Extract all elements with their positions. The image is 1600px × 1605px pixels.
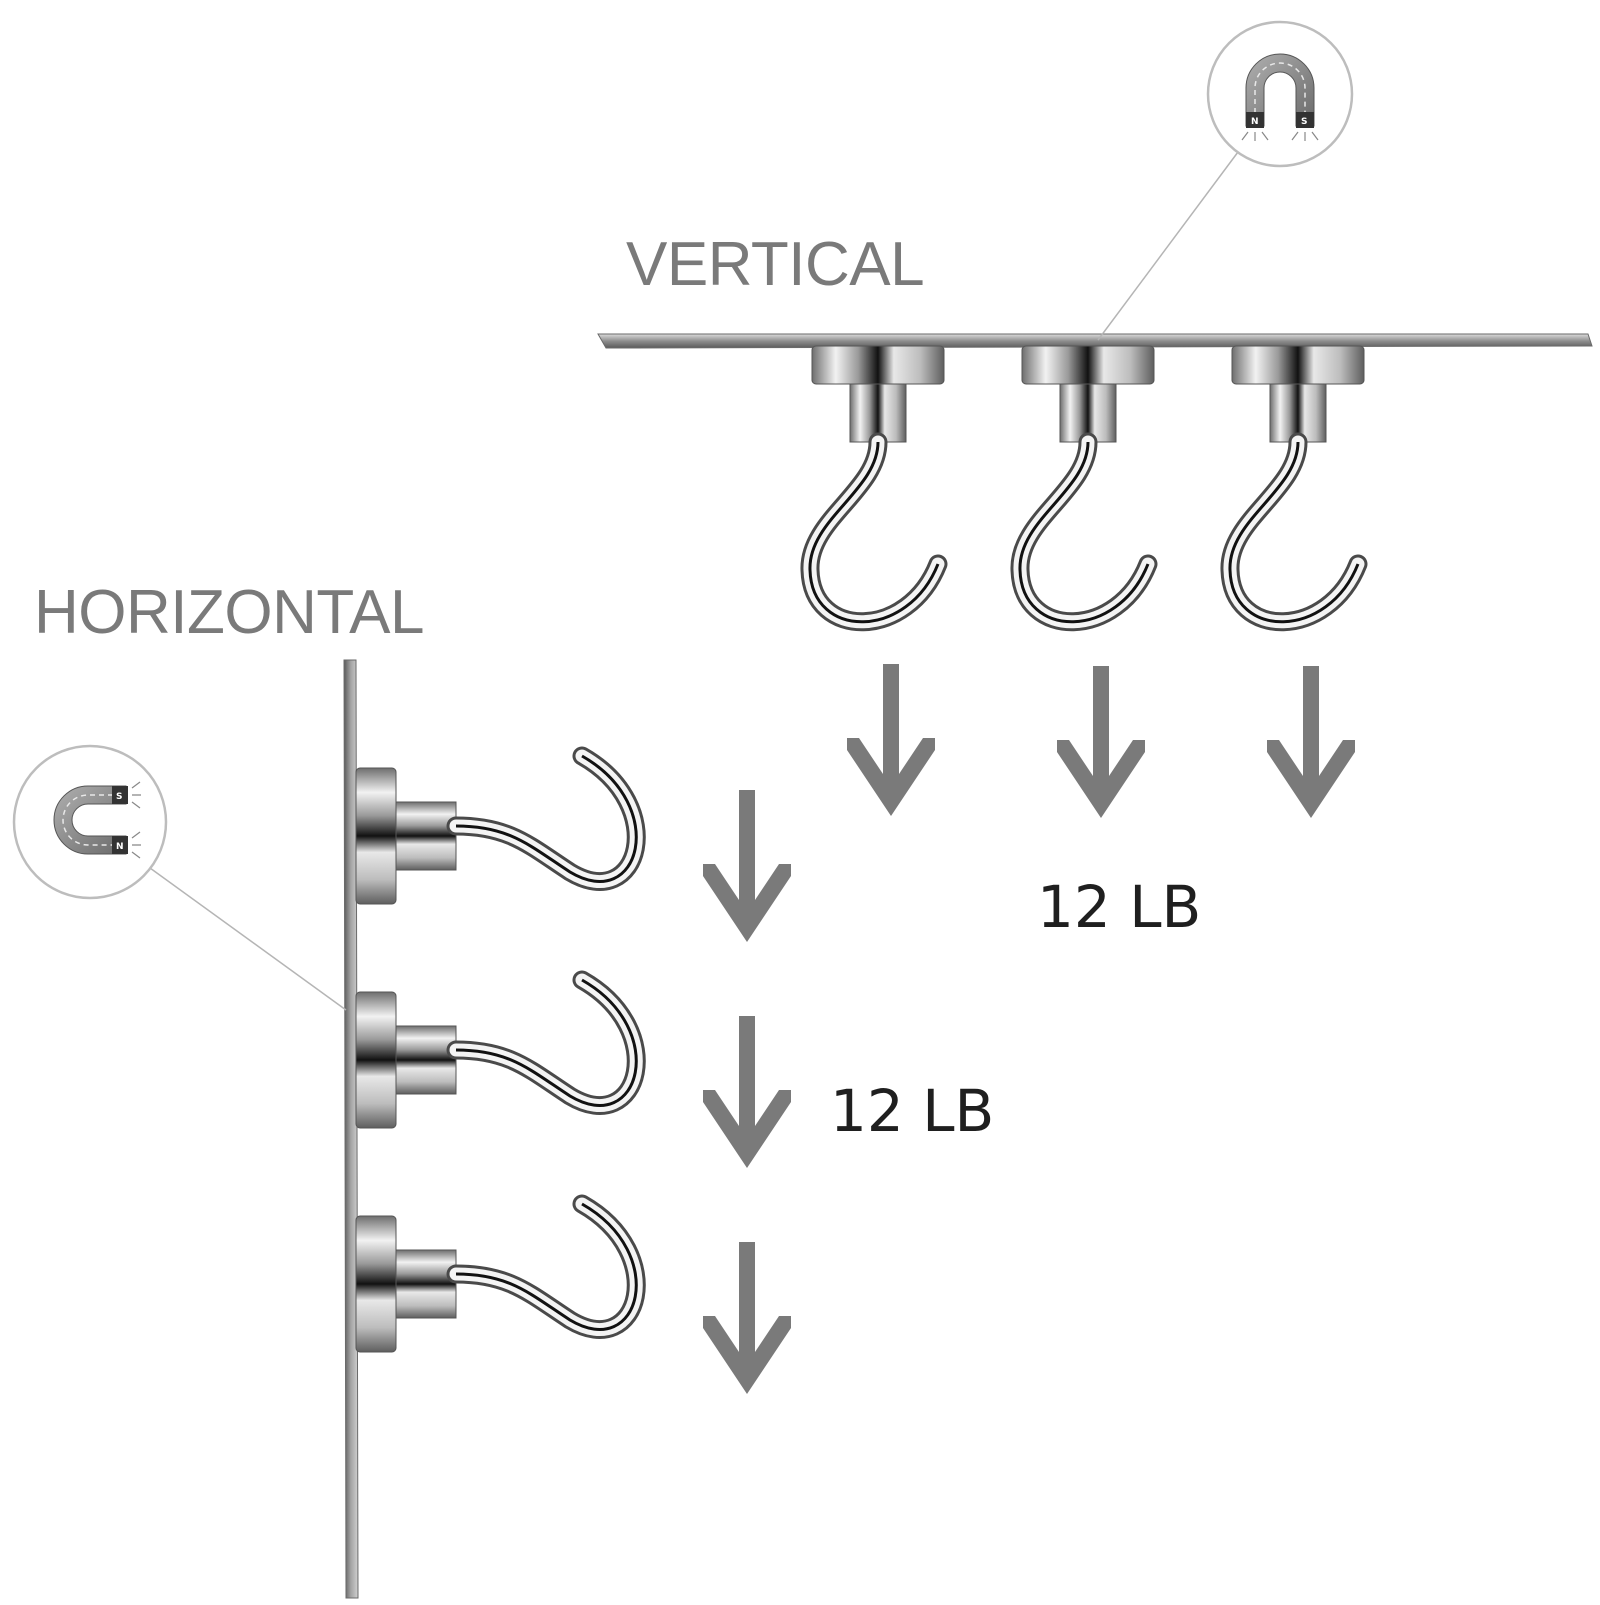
down-arrow-icon (703, 1242, 791, 1394)
vertical-hook-3 (1220, 345, 1368, 632)
down-arrow-icon (847, 664, 935, 816)
down-arrow-icon (703, 1016, 791, 1168)
horseshoe-magnet-icon: N S (1241, 53, 1319, 141)
horizontal-hooks (355, 746, 646, 1353)
down-arrow-icon (703, 790, 791, 942)
vertical-badge-leader (1097, 151, 1239, 341)
horizontal-hook-1 (355, 746, 646, 905)
horizontal-badge-leader (149, 867, 347, 1011)
horizontal-hook-2 (355, 970, 646, 1129)
vertical-hook-1 (800, 345, 948, 632)
horizontal-load-capacity: 12 LB (830, 1077, 995, 1145)
vertical-load-capacity: 12 LB (1037, 873, 1202, 941)
magnet-south-label: S (116, 792, 122, 802)
ceiling-plate (597, 333, 1593, 349)
horizontal-magnet-badge: S N (12, 744, 168, 900)
vertical-load-arrows (847, 664, 1355, 818)
vertical-hooks (800, 345, 1368, 632)
down-arrow-icon (1057, 666, 1145, 818)
magnet-north-label: N (116, 842, 124, 852)
vertical-magnet-badge: N S (1206, 20, 1354, 168)
vertical-label: VERTICAL (626, 230, 925, 299)
magnet-north-label: N (1251, 117, 1259, 127)
horizontal-hook-3 (355, 1194, 646, 1353)
horizontal-load-arrows (703, 790, 791, 1394)
down-arrow-icon (1267, 666, 1355, 818)
wall-plate (343, 659, 359, 1599)
horizontal-label: HORIZONTAL (34, 578, 424, 647)
horseshoe-magnet-icon: S N (53, 781, 141, 859)
magnet-south-label: S (1301, 117, 1307, 127)
vertical-hook-2 (1010, 345, 1158, 632)
